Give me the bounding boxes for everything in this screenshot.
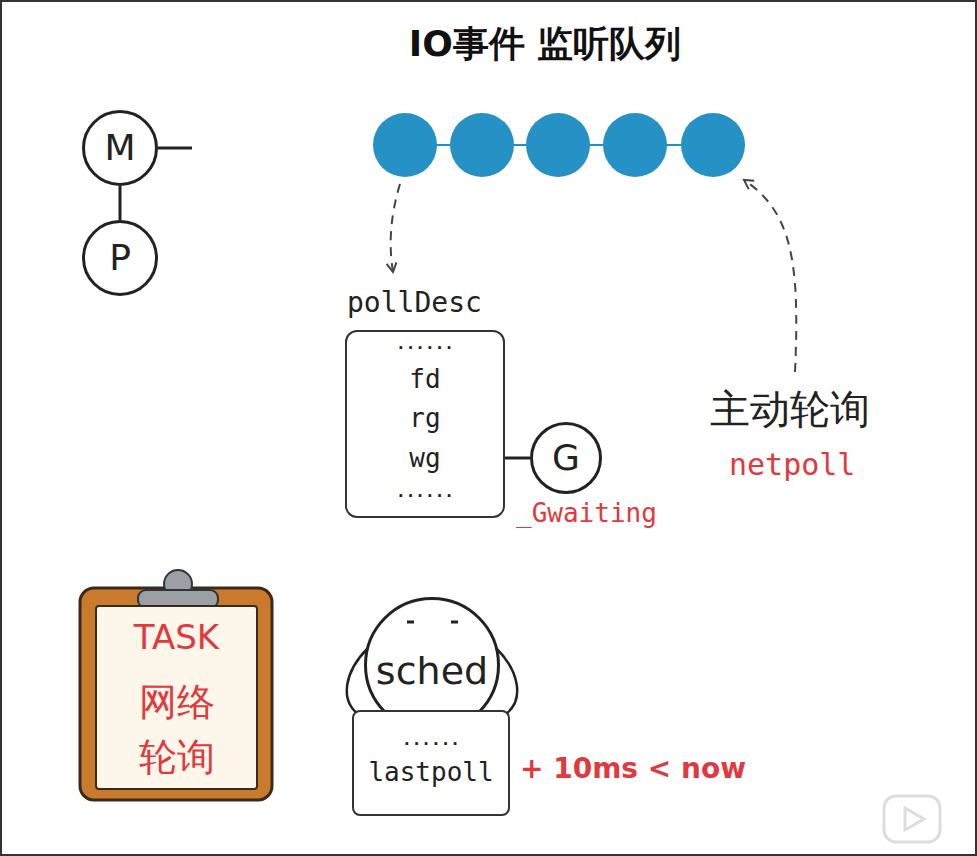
queue-item [603,113,667,177]
ellipsis: ...... [347,482,503,501]
connector [505,457,530,460]
state-label: _Gwaiting [516,498,657,529]
m-circle: M [82,110,158,186]
task-body: 网络 轮询 [129,675,225,785]
field-name: fd [347,364,503,395]
field-name: wg [347,443,503,474]
eye [451,621,458,624]
connector [119,186,122,220]
watermark-icon [905,808,924,830]
queue-item [526,113,590,177]
eye [407,621,414,624]
condition-label: + 10ms < now [520,752,746,786]
queue-item [681,113,745,177]
node-letter: M [82,126,158,169]
ellipsis: ...... [347,334,503,353]
dashed-arrow [391,184,400,272]
queue-item [450,113,514,177]
g-circle: G [530,422,602,494]
m-stub-line [158,147,192,150]
function-label: netpoll [729,447,855,483]
ellipsis: ...... [354,730,508,749]
note-label: 主动轮询 [710,385,870,433]
clipboard-board [80,588,272,800]
struct-box: pollDesc......fdrgwg...... [345,330,505,518]
dashed-arrow [744,180,796,372]
field-name: lastpoll [354,757,508,788]
task-paper: TASK 网络 轮询 [95,605,258,790]
node-letter: G [530,436,602,479]
struct-box: ...... lastpoll [352,710,510,816]
sched-name: sched [364,649,500,695]
title: IO事件 监听队列 [295,22,795,65]
queue-item [373,113,437,177]
task-title: TASK [97,617,256,658]
struct-name: pollDesc [347,286,482,320]
p-circle: P [82,220,158,296]
watermark-icon [884,796,940,842]
field-name: rg [347,403,503,434]
node-letter: P [82,236,158,279]
